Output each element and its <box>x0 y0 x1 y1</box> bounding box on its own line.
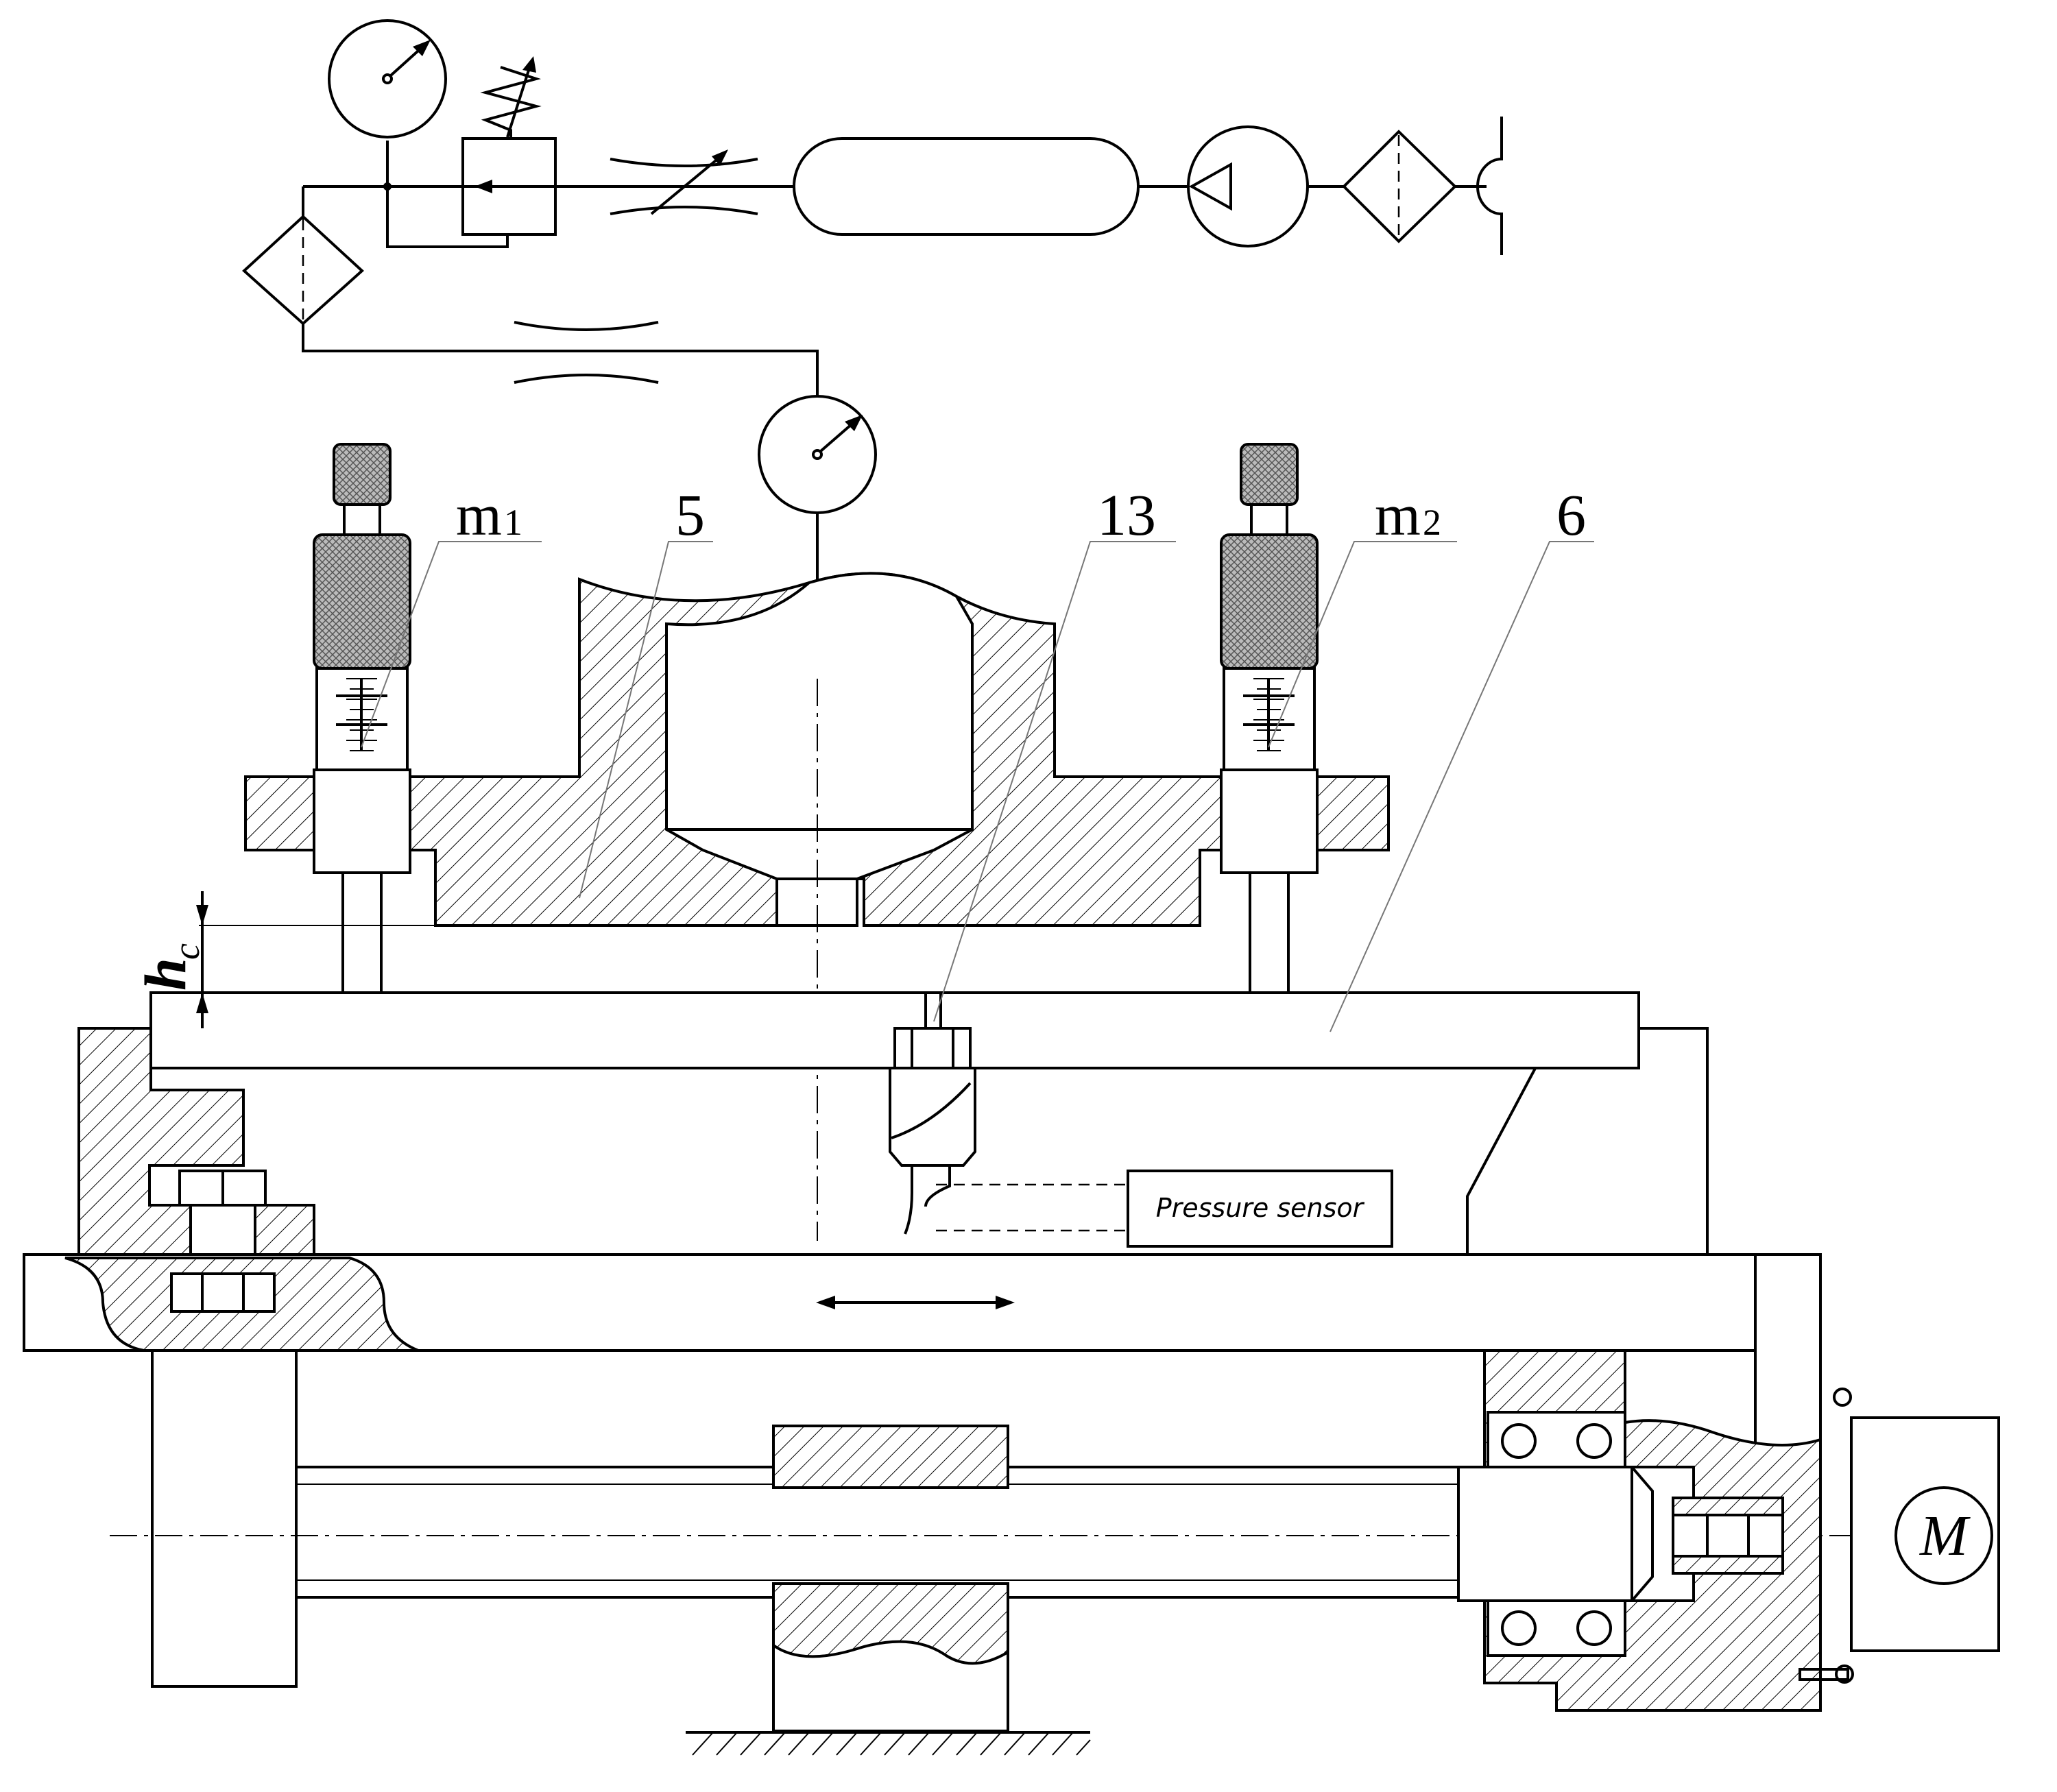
pressure-sensor-box: Pressure sensor <box>1127 1170 1393 1248</box>
micrometer-m2 <box>1220 443 1319 994</box>
receiver-tank-icon <box>793 137 1140 236</box>
motor-icon: M <box>1850 1416 2000 1652</box>
pressure-sensor-label: Pressure sensor <box>1156 1193 1365 1223</box>
dimension-hc: h c <box>132 891 754 1028</box>
part-5-label: 5 <box>675 482 705 548</box>
pressure-valve-icon <box>461 56 557 236</box>
fixed-throttle-icon <box>514 321 659 384</box>
hc-subscript: c <box>166 943 207 960</box>
m1-subscript: 1 <box>504 502 522 543</box>
part-6-label: 6 <box>1556 482 1586 548</box>
compressor-icon <box>1187 125 1309 247</box>
part-13-label: 13 <box>1097 482 1156 548</box>
pressure-gauge-icon <box>328 19 447 138</box>
throttle-icon <box>610 149 758 215</box>
filter-icon <box>1342 130 1457 243</box>
m2-label: m <box>1375 482 1421 548</box>
micrometer-m1 <box>313 443 411 994</box>
pressure-probe-13 <box>889 991 1128 1235</box>
filter-icon <box>242 215 364 326</box>
m2-subscript: 2 <box>1423 502 1441 543</box>
m1-label: m <box>456 482 502 548</box>
air-intake-icon <box>1476 117 1503 255</box>
screw-drive <box>110 1349 1865 1756</box>
pneumatic-circuit <box>242 19 1503 398</box>
motor-label: M <box>1919 1504 1971 1568</box>
screw-icon <box>1799 1668 1849 1681</box>
hc-label: h <box>132 958 198 991</box>
labels: m 1 5 13 m 2 6 <box>361 482 1594 1032</box>
